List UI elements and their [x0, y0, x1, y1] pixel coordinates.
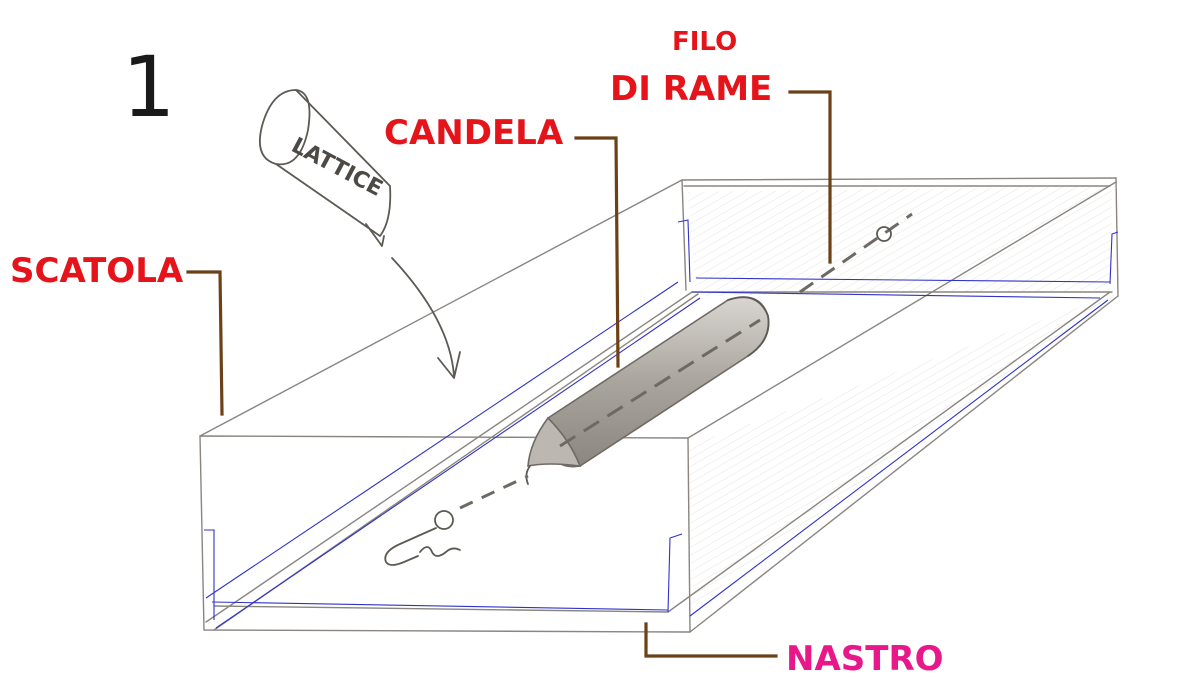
- tape-back-bottom: [691, 291, 1101, 299]
- tape-right-corner: [667, 533, 683, 613]
- copper-wire-sketch: [384, 212, 913, 566]
- pour-arrow-head: [437, 351, 461, 379]
- box-left-top-edge: [199, 179, 683, 437]
- label-filo: FILO: [672, 27, 737, 57]
- tape-lines: [204, 219, 1119, 629]
- step-number: 1: [122, 38, 175, 136]
- leader-lines: [186, 90, 832, 658]
- box-right-wall-shading: [688, 186, 1112, 296]
- pour-arrow-path: [391, 257, 455, 377]
- label-nastro: NASTRO: [786, 639, 944, 679]
- wire-front-hook: [384, 527, 437, 566]
- candle-top-end: [727, 296, 770, 357]
- box-floor-front-edge: [213, 605, 669, 613]
- tape-left-wall-bottom: [215, 297, 701, 629]
- label-candela: CANDELA: [384, 113, 564, 153]
- cup-spout: [365, 223, 385, 247]
- leader-scatola: [186, 270, 224, 416]
- box-back-top-edge: [681, 177, 1117, 181]
- wick-curl: [525, 465, 531, 485]
- box-right-face-shading: [688, 294, 1116, 608]
- wire-rear-loop: [876, 226, 892, 242]
- tape-back-left-corner: [677, 219, 691, 283]
- tape-front-floor: [211, 601, 669, 611]
- candle-wick: [559, 318, 761, 448]
- wire-front-squiggle: [419, 546, 461, 557]
- leader-filo-di-rame: [788, 90, 832, 264]
- box-floor-left-edge: [205, 291, 693, 623]
- box-floor-right-edge: [667, 291, 1111, 613]
- box-right-back-vertical: [1115, 177, 1119, 297]
- cup-body: [275, 89, 392, 237]
- leader-candela: [574, 136, 620, 368]
- box-sketch: [199, 177, 1119, 633]
- leader-nastro: [644, 622, 778, 658]
- wire-front-dashed: [459, 474, 529, 510]
- tape-right-floor: [689, 299, 1109, 617]
- tape-left-corner: [204, 529, 215, 620]
- tape-left-wall-top: [205, 281, 679, 599]
- wire-rear-dashed: [799, 212, 913, 294]
- tape-back-right-corner: [1109, 231, 1119, 285]
- box-right-bottom-edge: [689, 295, 1119, 633]
- label-scatola: SCATOLA: [10, 251, 184, 291]
- label-di-rame: DI RAME: [610, 69, 772, 109]
- wire-front-loop: [434, 510, 454, 530]
- box-right-top-edge: [687, 181, 1117, 439]
- tape-back-top: [695, 277, 1111, 283]
- candle-sketch: [525, 296, 770, 485]
- box-back-left-vertical: [681, 179, 687, 291]
